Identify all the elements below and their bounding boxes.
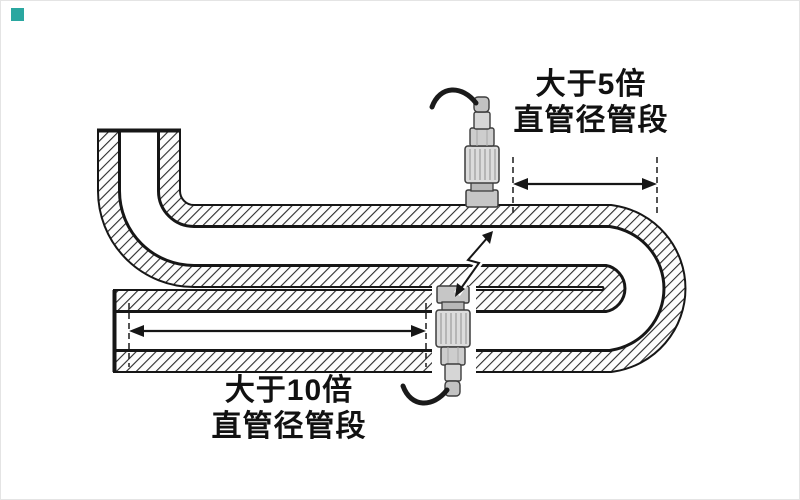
dimension-upstream xyxy=(128,303,427,367)
beam-arrowhead-bottom-icon xyxy=(455,283,465,297)
upstream-label-line1: 大于10倍 xyxy=(224,374,354,407)
arrowhead-left-icon xyxy=(513,178,528,190)
downstream-label-line1: 大于5倍 xyxy=(535,68,647,101)
dimension-downstream xyxy=(512,157,658,213)
arrowhead-right-icon xyxy=(411,325,426,337)
upstream-label-line2: 直管径管段 xyxy=(211,410,367,443)
downstream-straight-run-label: 大于5倍 直管径管段 xyxy=(496,67,686,139)
ultrasonic-transducer-top-icon xyxy=(432,90,499,207)
pipe-run xyxy=(97,128,687,373)
arrowhead-right-icon xyxy=(642,178,657,190)
upstream-straight-run-label: 大于10倍 直管径管段 xyxy=(159,373,419,445)
downstream-label-line2: 直管径管段 xyxy=(513,104,669,137)
beam-arrowhead-top-icon xyxy=(482,231,493,244)
arrowhead-left-icon xyxy=(129,325,144,337)
ultrasonic-beam-arrow xyxy=(454,231,493,297)
corner-accent-mark xyxy=(11,8,24,21)
